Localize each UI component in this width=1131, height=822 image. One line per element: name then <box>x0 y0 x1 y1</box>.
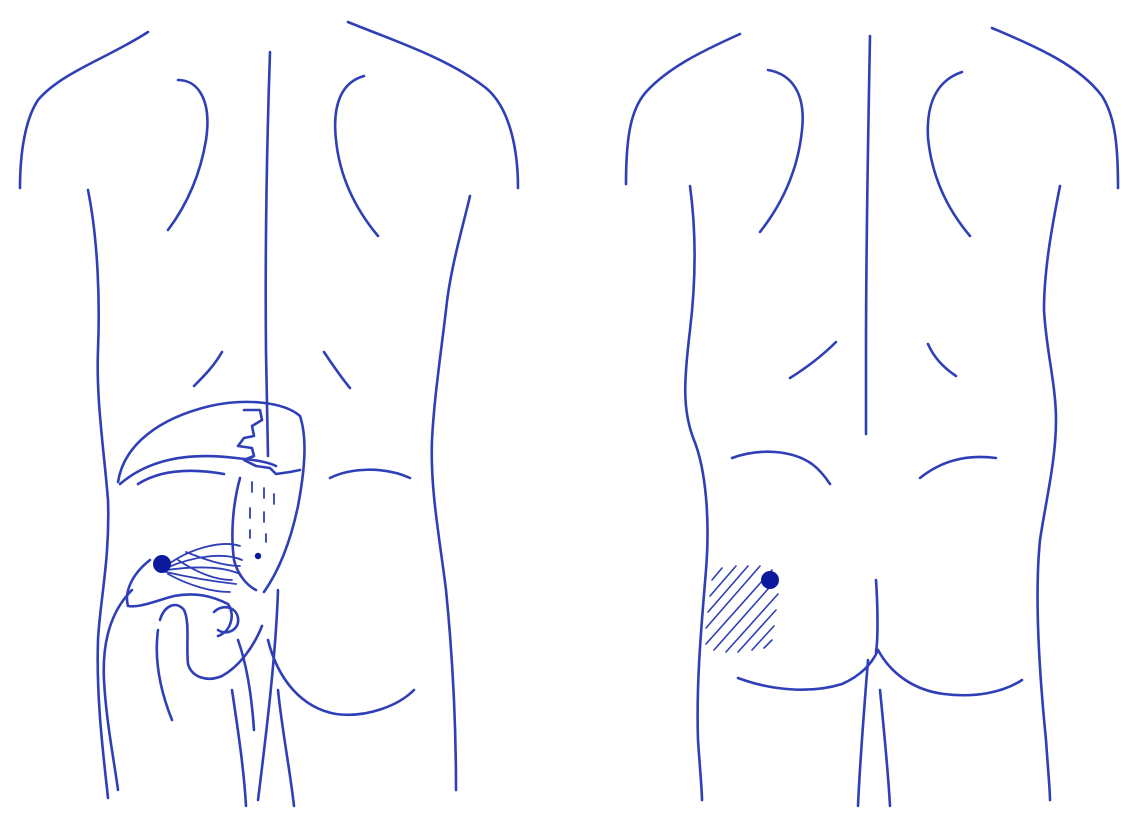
left-figure-right-side <box>432 196 470 790</box>
right-figure-left-shoulder <box>626 34 740 184</box>
hip-lateral-line <box>104 590 132 790</box>
right-figure-right-side <box>1038 186 1060 800</box>
right-figure-left-lumbar-mark <box>790 342 836 378</box>
left-figure-right-buttock <box>268 640 414 715</box>
right-figure-right-lumbar-mark <box>928 344 956 376</box>
right-figure-gluteal-cleft <box>876 580 878 652</box>
left-figure-left-scapula <box>168 80 207 230</box>
right-back-figure <box>626 28 1118 806</box>
right-figure-right-waist-curve <box>920 457 996 478</box>
right-figure-left-inner-leg <box>858 660 868 806</box>
right-figure-spine <box>866 36 870 434</box>
sacral-foramina <box>250 482 274 559</box>
pelvis-muscle-overlay <box>104 402 305 790</box>
left-back-figure <box>20 22 518 806</box>
left-figure-right-gluteal-crease <box>330 470 410 478</box>
left-trigger-point-dot <box>153 555 171 573</box>
acetabulum-loop <box>214 607 238 632</box>
femur-shaft-left <box>157 630 172 720</box>
muscle-bundle <box>166 544 242 592</box>
left-figure-right-scapula <box>335 76 378 236</box>
ischium-outline <box>127 560 232 636</box>
right-figure-left-waist-curve <box>732 452 830 484</box>
left-figure-left-leg-inner <box>232 690 246 806</box>
right-figure-right-shoulder <box>992 28 1118 188</box>
right-trigger-point-dot <box>761 571 779 589</box>
right-figure-right-buttock <box>878 650 1022 695</box>
left-figure-gluteal-cleft <box>258 590 278 800</box>
left-figure-spine <box>266 52 270 456</box>
left-figure-right-leg-inner <box>278 690 294 806</box>
right-figure-right-inner-leg <box>880 690 890 806</box>
right-figure-left-buttock <box>738 650 878 690</box>
left-figure-right-lumbar-mark <box>324 352 350 388</box>
iliac-fossa-line <box>138 471 224 484</box>
left-figure-right-shoulder <box>348 22 518 188</box>
right-figure-right-scapula <box>928 72 970 236</box>
left-figure-left-lumbar-mark <box>194 352 222 386</box>
right-figure-left-side <box>685 186 707 800</box>
left-figure-left-shoulder <box>20 32 148 188</box>
right-figure-left-scapula <box>760 70 803 232</box>
